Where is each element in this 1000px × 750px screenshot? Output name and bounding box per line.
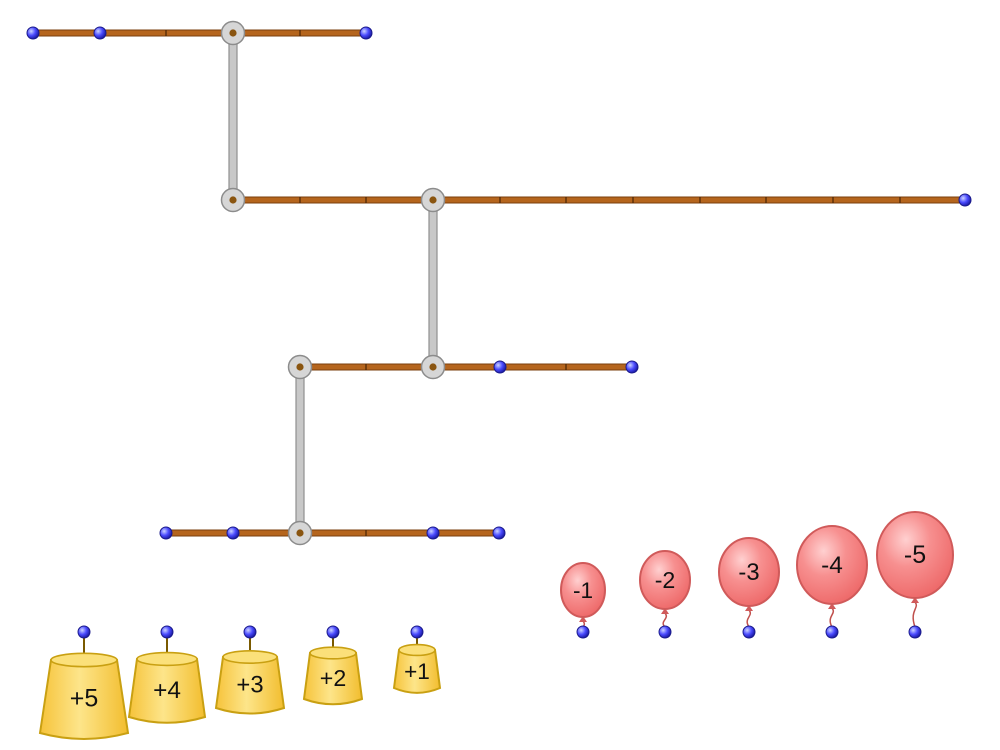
hook-point[interactable] bbox=[26, 26, 40, 40]
weight-label: +3 bbox=[236, 672, 263, 699]
hook-point[interactable] bbox=[93, 26, 107, 40]
balloon-label: -3 bbox=[738, 559, 759, 586]
hook-point[interactable] bbox=[359, 26, 373, 40]
balloon-minus3[interactable]: -3 bbox=[718, 537, 780, 639]
balloons-tray: -1 -2 -3 -4 -5 bbox=[560, 511, 954, 639]
beam-bottom[interactable] bbox=[162, 529, 503, 537]
balloon-hook-point[interactable] bbox=[742, 625, 756, 639]
balloon-label: -2 bbox=[655, 567, 676, 593]
weight-hook-point[interactable] bbox=[77, 625, 91, 639]
balloon-minus2[interactable]: -2 bbox=[639, 550, 691, 639]
balloon-minus4[interactable]: -4 bbox=[796, 525, 868, 639]
hook-point[interactable] bbox=[625, 360, 639, 374]
balloon-label: -1 bbox=[573, 578, 593, 603]
hook-point[interactable] bbox=[958, 193, 972, 207]
weight-hook-point[interactable] bbox=[410, 625, 424, 639]
beam-third[interactable] bbox=[296, 363, 636, 371]
weight-hook-point[interactable] bbox=[243, 625, 257, 639]
balloon-label: -5 bbox=[904, 541, 926, 569]
connecting-rods-layer bbox=[228, 32, 438, 534]
weight-plus3[interactable]: +3 bbox=[214, 625, 286, 715]
weight-label: +1 bbox=[404, 659, 430, 684]
hook-point[interactable] bbox=[426, 526, 440, 540]
hook-point[interactable] bbox=[226, 526, 240, 540]
weight-label: +4 bbox=[153, 677, 181, 704]
hook-point[interactable] bbox=[493, 360, 507, 374]
connecting-rod-1[interactable] bbox=[228, 32, 238, 201]
balloon-minus5[interactable]: -5 bbox=[876, 511, 954, 639]
beam-second[interactable] bbox=[229, 196, 969, 204]
pivot-joint[interactable] bbox=[220, 20, 246, 46]
hook-point[interactable] bbox=[159, 526, 173, 540]
weight-hook-point[interactable] bbox=[326, 625, 340, 639]
balloon-minus1[interactable]: -1 bbox=[560, 562, 606, 639]
weights-tray: +5 +4 +3 +2 +1 bbox=[38, 625, 442, 740]
connecting-rod-3[interactable] bbox=[295, 366, 305, 534]
hook-point[interactable] bbox=[492, 526, 506, 540]
weight-plus5[interactable]: +5 bbox=[38, 625, 130, 740]
weight-plus2[interactable]: +2 bbox=[302, 625, 364, 706]
balloon-label: -4 bbox=[821, 552, 843, 579]
balance-beams-layer bbox=[29, 29, 969, 537]
pivot-joint[interactable] bbox=[420, 187, 446, 213]
pivot-joint[interactable] bbox=[287, 520, 313, 546]
balloon-hook-point[interactable] bbox=[908, 625, 922, 639]
balloon-hook-point[interactable] bbox=[576, 625, 590, 639]
weight-label: +2 bbox=[320, 665, 346, 691]
connecting-rod-2[interactable] bbox=[428, 199, 438, 368]
pivot-joint[interactable] bbox=[287, 354, 313, 380]
hooks-layer bbox=[26, 26, 972, 540]
balloon-hook-point[interactable] bbox=[658, 625, 672, 639]
weight-plus1[interactable]: +1 bbox=[392, 625, 442, 694]
weight-plus4[interactable]: +4 bbox=[127, 625, 207, 724]
beam-top[interactable] bbox=[29, 29, 370, 37]
weight-hook-point[interactable] bbox=[160, 625, 174, 639]
weight-label: +5 bbox=[70, 685, 99, 713]
pivot-joint[interactable] bbox=[220, 187, 246, 213]
pivot-joint[interactable] bbox=[420, 354, 446, 380]
balloon-hook-point[interactable] bbox=[825, 625, 839, 639]
pivots-layer bbox=[220, 20, 446, 546]
